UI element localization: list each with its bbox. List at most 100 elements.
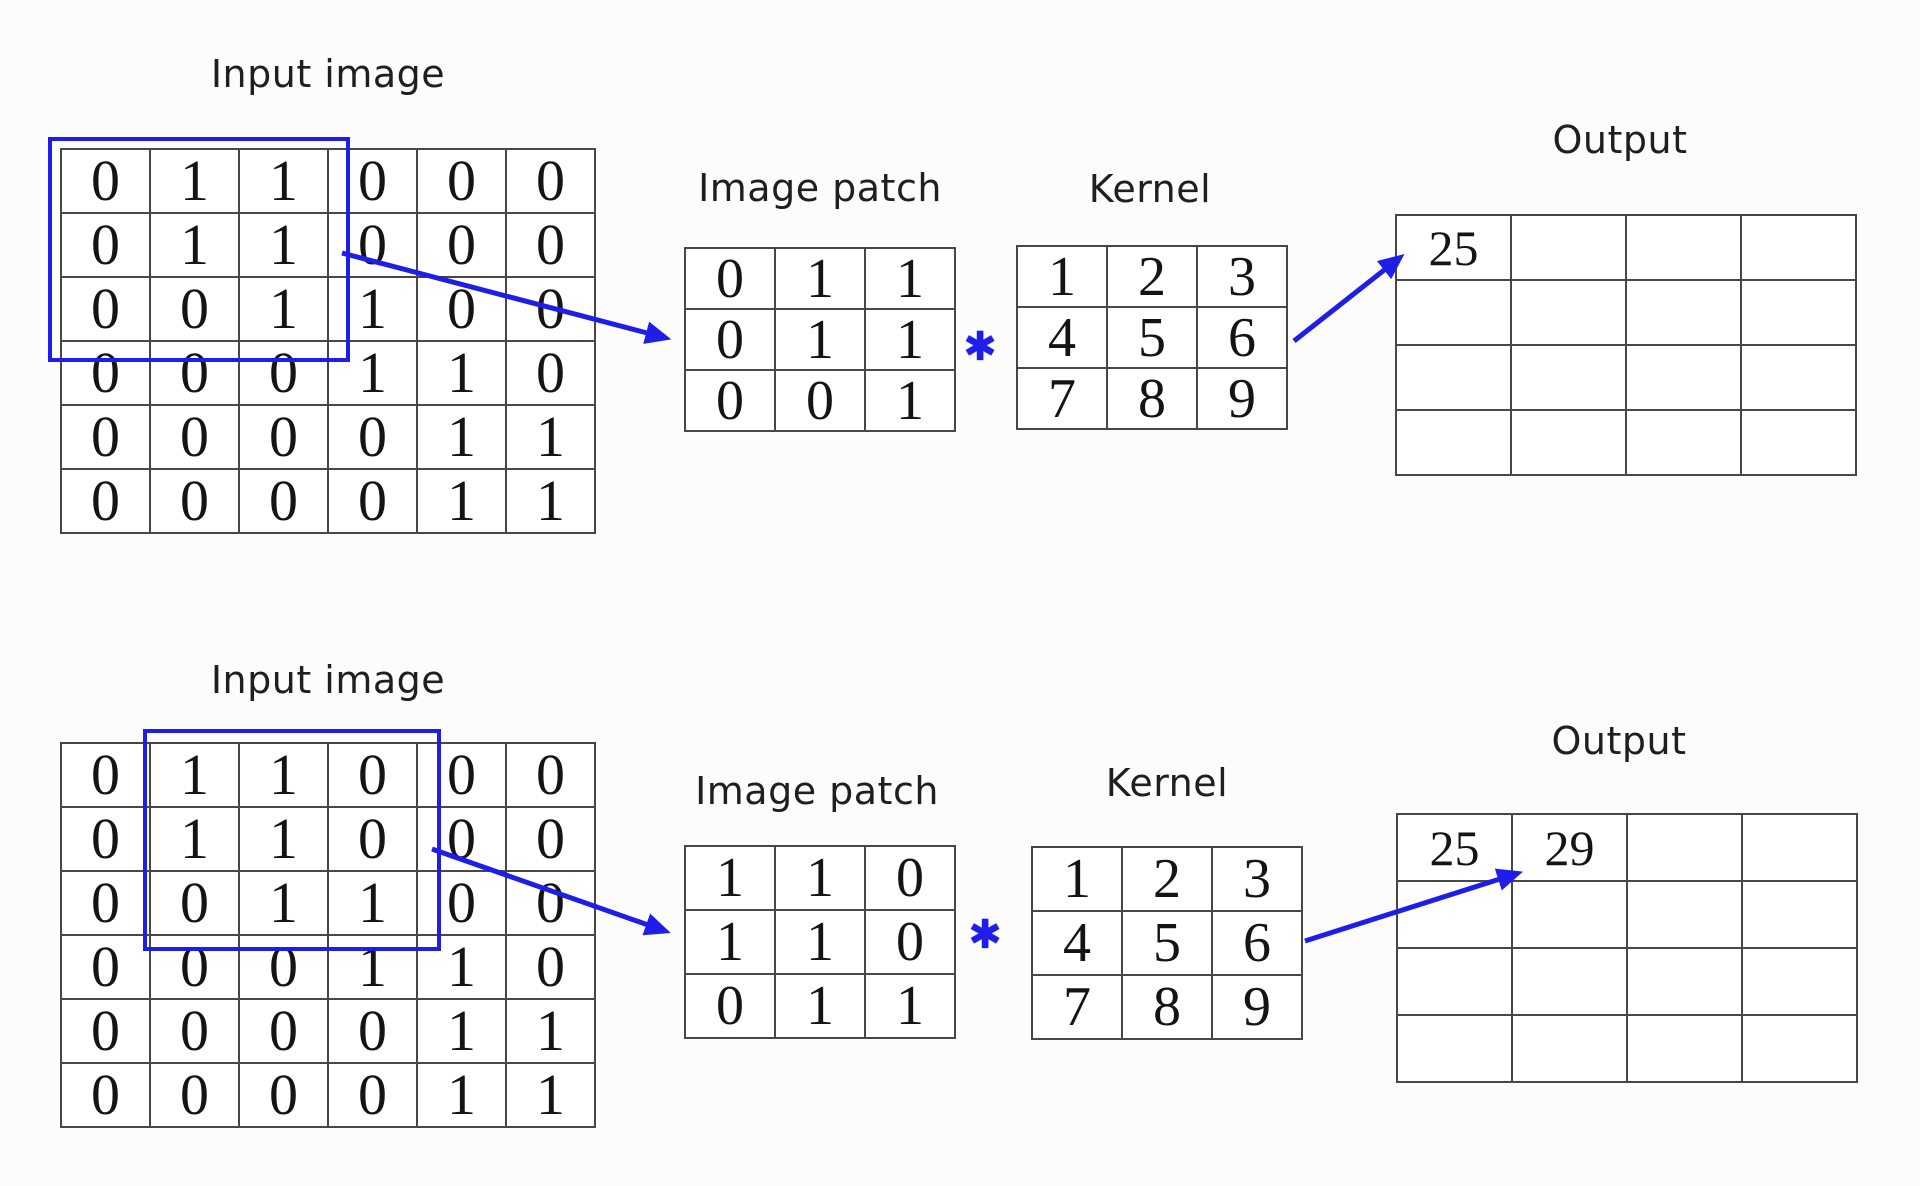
grid-cell [1626,1014,1743,1083]
grid-cell: 1 [327,340,418,406]
grid-cell: 0 [149,998,240,1064]
grid-cell [1511,1014,1628,1083]
grid-cell: 0 [238,404,329,470]
grid-cell: 1 [238,806,329,872]
grid-cell [1626,947,1743,1016]
grid-cell: 1 [416,404,507,470]
grid-cell: 0 [60,934,151,1000]
grid-cell: 1 [238,870,329,936]
grid-cell: 0 [60,1062,151,1128]
grid-cell: 9 [1196,367,1288,430]
grid-cell [1741,947,1858,1016]
grid-cell: 0 [684,308,776,371]
grid-cell [1510,214,1627,281]
grid-cell: 0 [327,148,418,214]
grid-cell: 1 [416,468,507,534]
grid-cell: 1 [149,212,240,278]
grid-cell: 0 [327,998,418,1064]
grid-cell: 1 [774,973,866,1039]
grid-cell: 0 [505,934,596,1000]
grid-cell: 29 [1511,813,1628,882]
grid-cell: 0 [238,468,329,534]
grid-cell [1395,409,1512,476]
grid-cell: 0 [505,806,596,872]
grid-cell: 0 [684,247,776,310]
grid-cell: 0 [416,148,507,214]
grid-cell: 3 [1196,245,1288,308]
grid-cell [1740,344,1857,411]
grid-cell: 0 [60,870,151,936]
grid-cell: 1 [774,909,866,975]
grid-cell: 8 [1106,367,1198,430]
grid-cell: 0 [864,909,956,975]
grid-cell: 0 [684,369,776,432]
input-image-title: Input image [210,52,446,96]
grid-cell: 0 [60,998,151,1064]
grid-cell: 5 [1106,306,1198,369]
grid-cell: 0 [327,404,418,470]
kernel-window-highlight [143,729,441,951]
grid-cell [1741,813,1858,882]
grid-cell [1625,344,1742,411]
grid-cell: 0 [60,340,151,406]
grid-cell: 1 [327,934,418,1000]
grid-cell: 1 [1031,846,1123,912]
grid-cell: 8 [1121,974,1213,1040]
grid-cell [1625,409,1742,476]
grid-cell [1740,409,1857,476]
grid-cell: 1 [238,148,329,214]
grid-cell: 0 [149,1062,240,1128]
grid-cell: 0 [60,468,151,534]
grid-cell [1511,880,1628,949]
grid-cell: 2 [1121,846,1213,912]
image-patch-title: Image patch [698,166,942,210]
grid-cell: 0 [327,742,418,808]
output-title: Output [1552,118,1688,162]
grid-cell: 0 [505,870,596,936]
grid-cell: 6 [1196,306,1288,369]
grid-cell: 1 [238,212,329,278]
grid-cell [1396,880,1513,949]
grid-cell: 1 [864,369,956,432]
grid-cell: 1 [1016,245,1108,308]
grid-cell: 1 [149,148,240,214]
grid-cell: 7 [1031,974,1123,1040]
grid-cell: 1 [864,247,956,310]
image-patch-title: Image patch [695,769,939,813]
grid-cell: 0 [416,742,507,808]
convolution-operator-icon: ✱ [963,324,997,370]
grid-cell: 0 [238,340,329,406]
grid-cell: 0 [238,998,329,1064]
grid-cell: 4 [1016,306,1108,369]
grid-cell: 0 [327,468,418,534]
kernel-title: Kernel [1088,167,1212,211]
grid-cell: 0 [60,148,151,214]
grid-cell: 6 [1211,910,1303,976]
output-grid: 25 [1395,214,1857,476]
grid-cell: 0 [149,276,240,342]
grid-cell [1626,880,1743,949]
grid-cell: 1 [864,308,956,371]
grid-cell: 1 [684,909,776,975]
grid-cell [1511,947,1628,1016]
input-image-title: Input image [210,658,446,702]
grid-cell: 0 [149,340,240,406]
grid-cell: 0 [327,806,418,872]
grid-cell [1510,279,1627,346]
grid-cell: 1 [416,998,507,1064]
grid-cell: 1 [416,1062,507,1128]
grid-cell: 0 [60,742,151,808]
grid-cell: 0 [684,973,776,1039]
grid-cell: 1 [238,742,329,808]
grid-cell: 0 [864,845,956,911]
output-title: Output [1551,719,1687,763]
grid-cell: 1 [505,404,596,470]
kernel-title: Kernel [1105,761,1229,805]
